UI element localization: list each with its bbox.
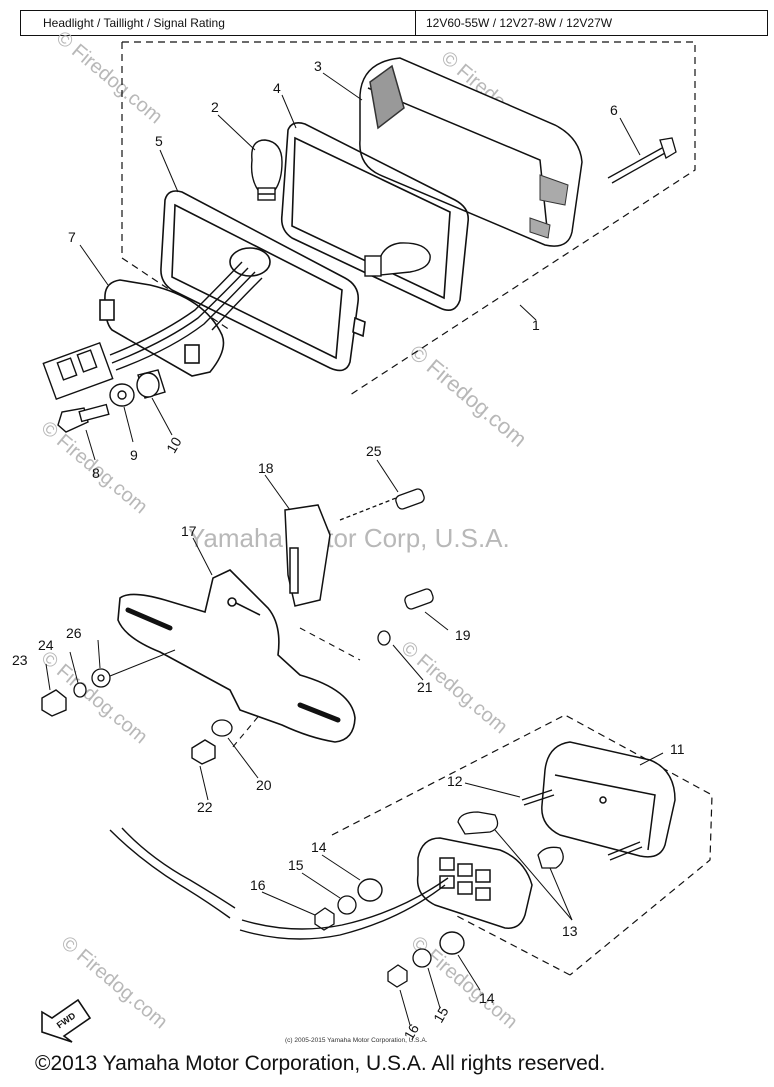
bolt-8 — [57, 403, 110, 433]
callout-11: 11 — [670, 741, 685, 757]
callout-14-upper: 14 — [311, 839, 327, 855]
callout-4: 4 — [273, 80, 281, 96]
license-light-11 — [541, 741, 676, 858]
callout-5: 5 — [155, 133, 163, 149]
bracket-outline — [231, 627, 361, 749]
callout-15-upper: 15 — [288, 857, 304, 873]
screw-19 — [404, 588, 434, 610]
callout-20: 20 — [256, 777, 272, 793]
wire-harness — [42, 261, 263, 401]
callout-12: 12 — [447, 773, 463, 789]
leader-lines — [45, 72, 664, 1026]
assembly-outline-lower — [331, 714, 713, 976]
lens-gasket — [280, 122, 470, 311]
bulb-stop-tail — [250, 139, 283, 201]
fwd-arrow-icon: FWD — [41, 998, 92, 1043]
callout-14-lower: 14 — [479, 990, 495, 1006]
washer-20 — [211, 719, 233, 737]
callout-7: 7 — [68, 229, 76, 245]
callout-2: 2 — [211, 99, 219, 115]
callout-16-upper: 16 — [250, 877, 266, 893]
screw-25 — [339, 488, 425, 521]
callout-10: 10 — [163, 434, 185, 456]
washer-15-upper — [337, 895, 357, 915]
washer-26 — [91, 668, 111, 688]
watermark-firedog-5: © Firedog.com — [397, 637, 512, 738]
small-copyright: (c) 2005-2015 Yamaha Motor Corporation, … — [285, 1037, 428, 1044]
callout-26: 26 — [66, 625, 82, 641]
watermark-center: Yamaha Motor Corp, U.S.A. — [188, 523, 510, 553]
collar-14-lower — [439, 931, 465, 955]
callout-24: 24 — [38, 637, 54, 653]
nut-16-upper — [314, 907, 335, 931]
nut-23 — [41, 689, 67, 717]
spec-label: Headlight / Taillight / Signal Rating — [21, 11, 416, 35]
nut-22 — [191, 739, 216, 765]
watermark-firedog-8: © Firedog.com — [407, 932, 522, 1033]
license-plate-bracket-17 — [117, 569, 356, 743]
washer-15-lower — [412, 948, 432, 968]
callout-15-lower: 15 — [430, 1004, 452, 1026]
callout-18: 18 — [258, 460, 274, 476]
bulb-license — [364, 242, 431, 277]
lower-wire — [109, 827, 449, 940]
assembly-line-23 — [109, 649, 176, 677]
callout-16-lower: 16 — [400, 1021, 422, 1043]
callout-9: 9 — [130, 447, 138, 463]
lens-screw — [607, 137, 677, 184]
watermark-firedog-1: © Firedog.com — [405, 340, 532, 452]
washer-24 — [73, 682, 87, 698]
washer-9 — [109, 383, 135, 407]
callout-labels: 1 2 3 4 5 6 7 8 9 10 11 12 13 14 14 15 1… — [12, 58, 685, 1043]
callout-6: 6 — [610, 102, 618, 118]
footer-copyright: ©2013 Yamaha Motor Corporation, U.S.A. A… — [35, 1052, 606, 1075]
collar-14-upper — [357, 878, 383, 902]
callout-21: 21 — [417, 679, 433, 695]
spec-value: 12V60-55W / 12V27-8W / 12V27W — [426, 16, 613, 30]
mounting-plate — [99, 279, 225, 377]
bulb-13 — [457, 811, 564, 869]
light-base-lower — [416, 837, 533, 929]
callout-13: 13 — [562, 923, 578, 939]
screw-12 — [521, 789, 643, 861]
callout-3: 3 — [314, 58, 322, 74]
spec-table: Headlight / Taillight / Signal Rating 12… — [20, 10, 768, 36]
nut-16-lower — [387, 964, 408, 988]
license-bracket-18 — [284, 504, 331, 607]
callout-23: 23 — [12, 652, 28, 668]
callout-25: 25 — [366, 443, 382, 459]
callout-8: 8 — [92, 465, 100, 481]
callout-22: 22 — [197, 799, 213, 815]
washer-21 — [377, 630, 391, 646]
collar-10 — [136, 369, 166, 399]
callout-17: 17 — [181, 523, 197, 539]
callout-1: 1 — [532, 317, 540, 333]
callout-19: 19 — [455, 627, 471, 643]
taillight-lens — [359, 57, 583, 247]
